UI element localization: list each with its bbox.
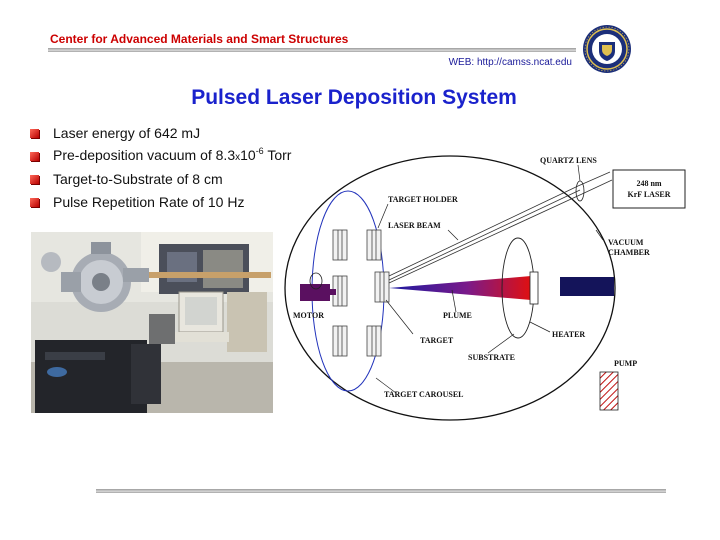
footer-divider [96,489,666,493]
label-target-carousel: TARGET CAROUSEL [384,390,464,399]
heater-block [560,277,614,296]
red-square-bullet-icon [30,175,39,184]
bullet-target-distance: Target-to-Substrate of 8 cm [30,168,291,191]
heater-plate [529,271,539,305]
pump-block [599,371,619,411]
label-laser-beam: LASER BEAM [388,221,441,230]
label-laser-wavelength: 248 nm [636,179,661,188]
red-square-bullet-icon [30,129,39,138]
label-motor: MOTOR [293,311,324,320]
bullet-text: Target-to-Substrate of 8 cm [53,171,223,187]
label-substrate: SUBSTRATE [468,353,515,362]
plume-wedge [389,276,531,300]
red-square-bullet-icon [30,198,39,207]
motor-block [300,284,330,301]
label-pump: PUMP [614,359,637,368]
bullet-text: Laser energy of 642 mJ [53,125,201,141]
vacuum-chamber-outline [284,155,616,421]
red-square-bullet-icon [30,152,39,161]
bullet-repetition-rate: Pulse Repetition Rate of 10 Hz [30,191,291,214]
label-vacuum: VACUUM [608,238,644,247]
header-divider [48,48,576,52]
university-seal-icon [583,25,631,73]
label-quartz-lens: QUARTZ LENS [540,156,597,165]
pld-schematic-diagram: QUARTZ LENS 248 nm KrF LASER TARGET HOLD… [284,155,686,421]
organization-name: Center for Advanced Materials and Smart … [50,32,349,46]
krf-laser-box [612,169,686,209]
bullet-text: Pulse Repetition Rate of 10 Hz [53,194,245,210]
label-chamber: CHAMBER [608,248,650,257]
label-plume: PLUME [443,311,472,320]
laser-beam [388,171,613,284]
label-target-holder: TARGET HOLDER [388,195,458,204]
label-heater: HEATER [552,330,585,339]
bullet-vacuum: Pre-deposition vacuum of 8.3x10-6 Torr [30,145,291,168]
slide-title: Pulsed Laser Deposition System [191,86,517,109]
bullet-laser-energy: Laser energy of 642 mJ [30,122,291,145]
label-target: TARGET [420,336,454,345]
target-holders [332,229,390,357]
label-krf-laser: KrF LASER [627,190,670,199]
website-link[interactable]: WEB: http://camss.ncat.edu [448,57,572,68]
bullet-text: Pre-deposition vacuum of 8.3x10-6 Torr [53,146,292,163]
spec-bullet-list: Laser energy of 642 mJ Pre-deposition va… [30,122,291,214]
equipment-photo [31,232,273,413]
